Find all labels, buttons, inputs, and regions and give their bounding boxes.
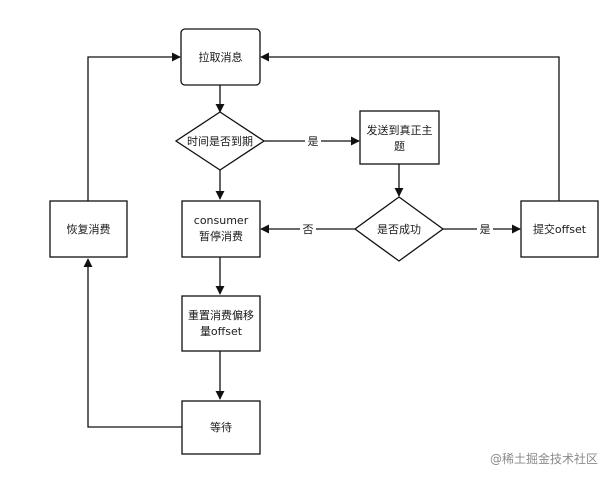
node-send-to-topic-line-2: 题: [394, 140, 405, 153]
node-send-to-topic: 发送到真正主 题: [359, 110, 440, 165]
node-consumer-pause-line-2: 暂停消费: [199, 229, 243, 243]
node-success-decision: 是否成功: [353, 196, 445, 262]
node-resume-consume: 恢复消费: [49, 200, 128, 258]
node-time-expired-decision: 时间是否到期: [174, 111, 266, 171]
edge-wait-to-resume: [83, 258, 182, 428]
edge-labels: 是 否 是: [300, 133, 493, 237]
edges: [83, 52, 560, 428]
node-send-to-topic-line-1: 发送到真正主: [367, 123, 433, 137]
node-reset-offset-line-2: 量offset: [200, 325, 243, 338]
node-commit-offset: 提交offset: [520, 200, 599, 258]
edge-label-no-success: 否: [303, 223, 314, 236]
node-fetch-message-label: 拉取消息: [199, 50, 243, 64]
node-fetch-message: 拉取消息: [180, 28, 261, 86]
node-consumer-pause: consumer 暂停消费: [181, 200, 261, 258]
node-wait: 等待: [181, 400, 261, 455]
node-reset-offset-line-1: 重置消费偏移: [188, 308, 254, 322]
node-resume-consume-label: 恢复消费: [67, 222, 111, 236]
edge-commit-to-fetch: [260, 52, 560, 201]
node-reset-offset: 重置消费偏移 量offset: [181, 295, 261, 352]
node-success-label: 是否成功: [377, 223, 421, 236]
node-consumer-pause-line-1: consumer: [194, 214, 249, 227]
node-wait-label: 等待: [210, 420, 232, 434]
node-time-expired-label: 时间是否到期: [187, 135, 253, 148]
edge-resume-to-fetch: [87, 52, 181, 201]
watermark-text: @稀土掘金技术社区: [490, 451, 598, 466]
edge-label-yes-expired: 是: [308, 135, 319, 148]
node-commit-offset-label: 提交offset: [533, 222, 587, 236]
edge-label-yes-success: 是: [480, 223, 491, 236]
